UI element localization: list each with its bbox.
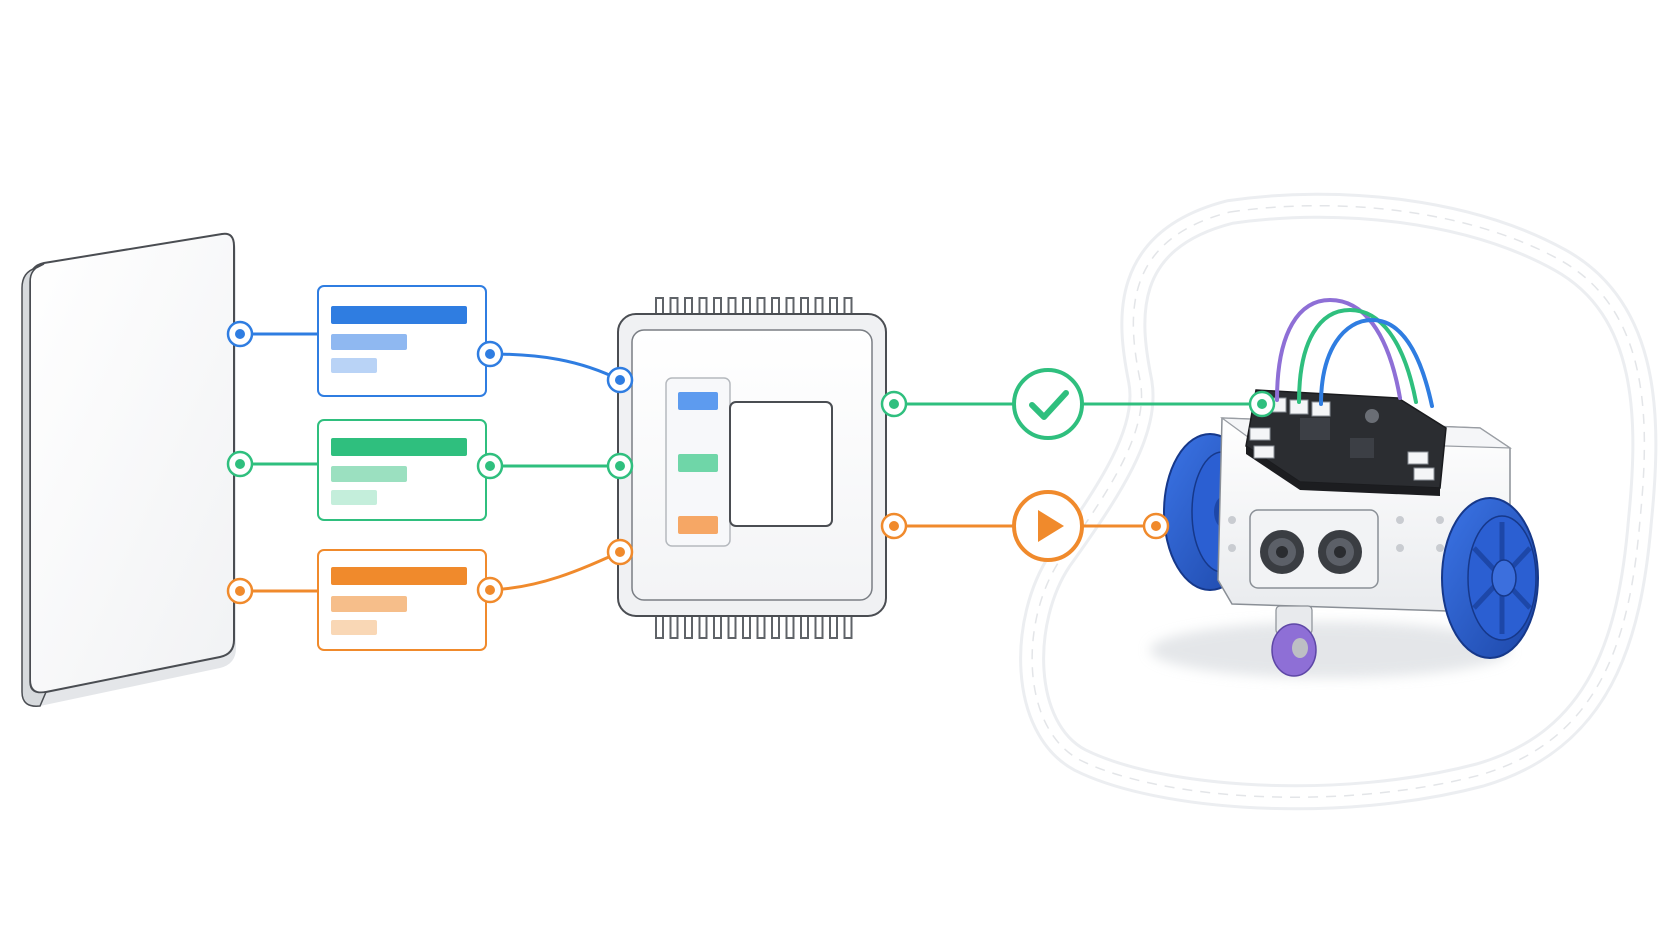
right-wheel bbox=[1441, 497, 1539, 659]
card-green bbox=[317, 419, 487, 521]
chip-pin bbox=[742, 297, 751, 316]
chip-pin bbox=[742, 614, 751, 639]
robot-car bbox=[1150, 297, 1539, 678]
chip-pin bbox=[800, 614, 809, 639]
chip-pin bbox=[713, 297, 722, 316]
chip-pin bbox=[698, 297, 708, 316]
connection-node bbox=[606, 366, 634, 394]
connection-node bbox=[476, 340, 504, 368]
chip-pin bbox=[655, 614, 664, 639]
connection-node bbox=[606, 452, 634, 480]
connection-node bbox=[476, 576, 504, 604]
connection-nodes bbox=[226, 320, 1276, 605]
connection-node bbox=[880, 390, 908, 418]
play-icon bbox=[1012, 490, 1084, 562]
chip-pin bbox=[655, 297, 664, 316]
jumper-wires bbox=[1275, 297, 1434, 408]
connection-node bbox=[226, 577, 254, 605]
chip-pin bbox=[684, 614, 693, 639]
connection-node bbox=[226, 320, 254, 348]
chip-pin bbox=[727, 614, 737, 639]
chip-pin bbox=[756, 297, 766, 316]
chip-pins-top bbox=[655, 297, 853, 316]
processor-chip bbox=[617, 297, 887, 639]
chip-pin bbox=[684, 297, 693, 316]
connection-node bbox=[880, 512, 908, 540]
track-centerline bbox=[1031, 204, 1646, 798]
controller-board bbox=[1245, 389, 1447, 496]
chip-pin bbox=[843, 614, 853, 639]
connection-node bbox=[226, 450, 254, 478]
chip-pin bbox=[829, 614, 838, 639]
card-orange bbox=[317, 549, 487, 651]
check-icon bbox=[1012, 368, 1084, 440]
connection-node bbox=[606, 538, 634, 566]
chip-pin bbox=[756, 614, 766, 639]
chip-pin bbox=[771, 614, 780, 639]
chip-pin bbox=[727, 297, 737, 316]
chip-pin bbox=[843, 297, 853, 316]
input-connectors bbox=[240, 332, 320, 593]
connection-node bbox=[476, 452, 504, 480]
connection-node bbox=[1248, 390, 1276, 418]
chip-pin bbox=[669, 614, 679, 639]
chip-pin bbox=[698, 614, 708, 639]
chip-pin bbox=[669, 297, 679, 316]
chip-pin bbox=[814, 297, 824, 316]
chip-pin bbox=[814, 614, 824, 639]
chip-pin bbox=[771, 297, 780, 316]
chip-pin bbox=[829, 297, 838, 316]
track bbox=[1019, 192, 1658, 811]
source-device bbox=[21, 232, 236, 707]
chip-pins-bottom bbox=[655, 614, 853, 639]
caster-wheel bbox=[1271, 605, 1317, 677]
ultrasonic-sensor bbox=[1260, 530, 1362, 574]
chip-pin bbox=[785, 297, 795, 316]
connection-node bbox=[1142, 512, 1170, 540]
chip-pin bbox=[713, 614, 722, 639]
card-to-chip-connectors bbox=[489, 352, 621, 592]
card-blue bbox=[317, 285, 487, 397]
chip-pin bbox=[785, 614, 795, 639]
chip-pin bbox=[800, 297, 809, 316]
